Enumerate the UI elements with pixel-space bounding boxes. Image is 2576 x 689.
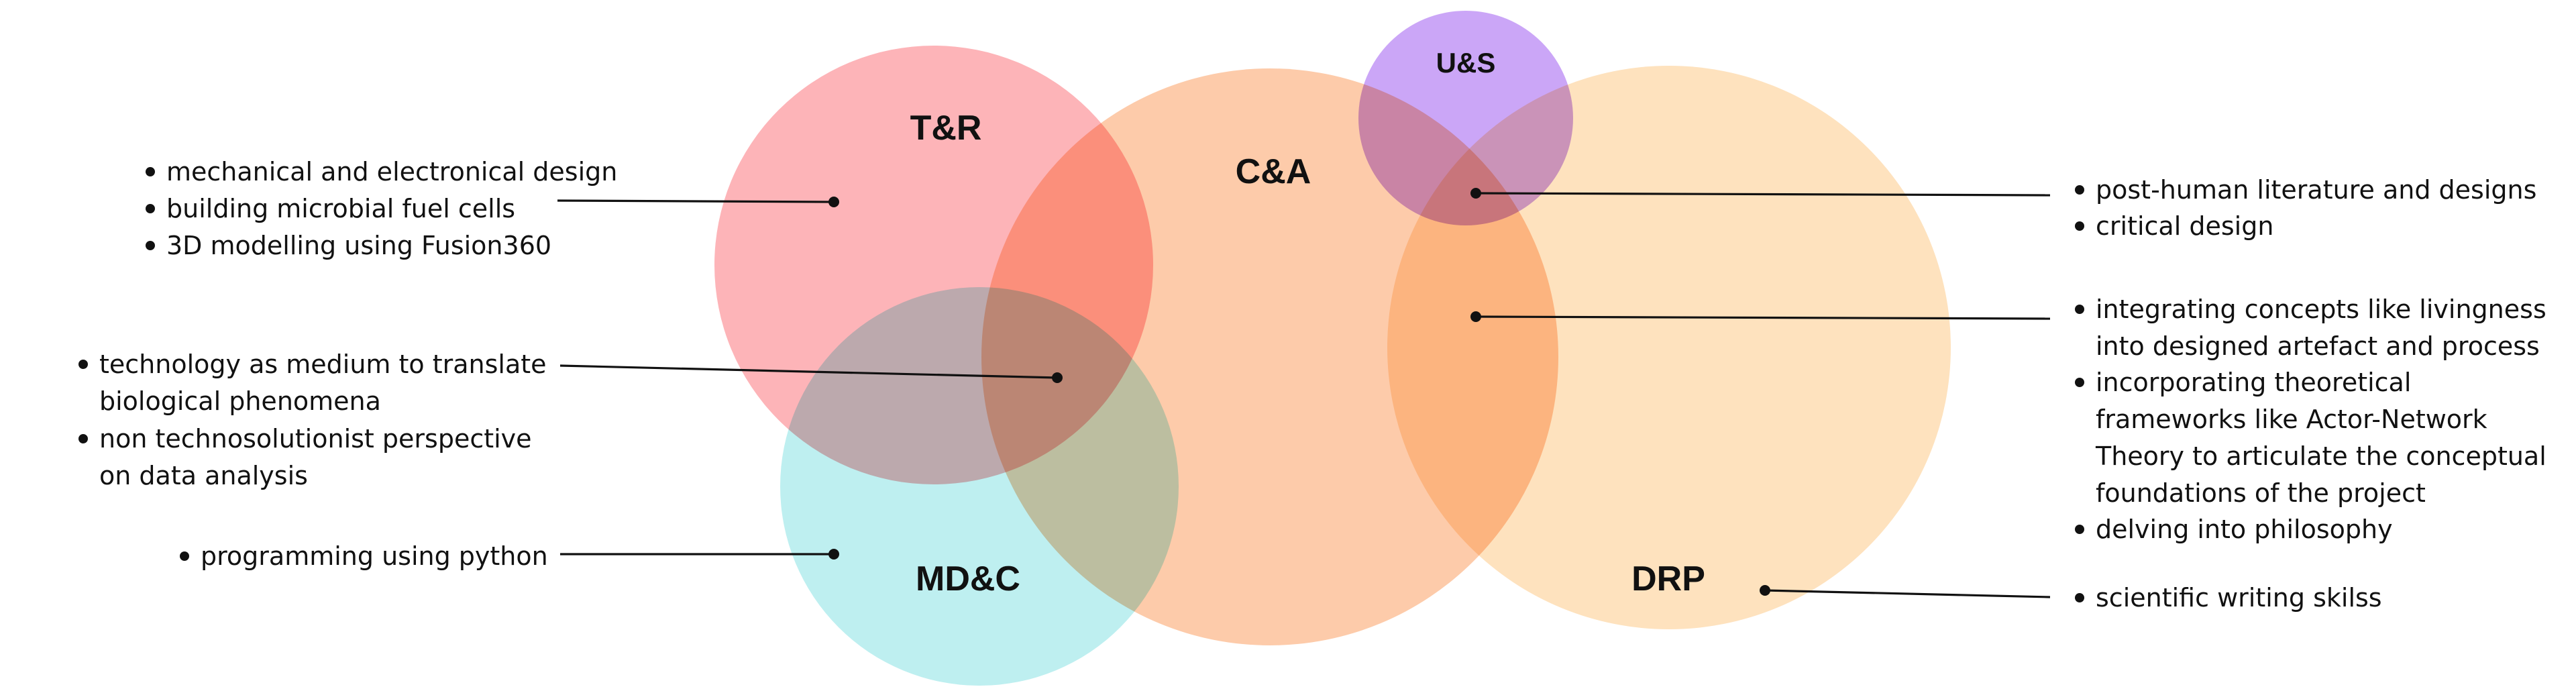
bullet-icon [78, 360, 88, 369]
connector-drp [1475, 315, 2051, 320]
left-group-tr: mechanical and electronical design build… [146, 157, 839, 260]
connector-dot [1052, 372, 1063, 383]
connector-dot [1760, 585, 1770, 596]
left-tech-item-1-line-2: biological phenomena [99, 386, 381, 416]
right-us-item-2: critical design [2096, 211, 2273, 241]
left-tr-item-3: 3D modelling using Fusion360 [166, 231, 551, 260]
right-group-drp: integrating concepts like livingness int… [1470, 295, 2546, 544]
bullet-icon [2075, 378, 2084, 387]
circle-drp [1387, 66, 1951, 629]
left-tr-item-2: building microbial fuel cells [166, 194, 515, 223]
connector-dot [828, 197, 839, 207]
left-tr-item-1: mechanical and electronical design [166, 157, 617, 187]
label-drp: DRP [1631, 560, 1705, 598]
connector-us [1475, 192, 2051, 197]
right-group-drp-bottom: scientific writing skilss [1760, 583, 2382, 613]
left-tech-item-2-line-1: non technosolutionist perspective [99, 424, 532, 454]
bullet-icon [180, 551, 189, 561]
bullet-icon [2075, 525, 2084, 534]
label-ca: C&A [1236, 152, 1311, 191]
connector-dot [828, 549, 839, 560]
bullet-icon [2075, 221, 2084, 231]
connector-tr [557, 199, 835, 203]
label-mdc: MD&C [916, 560, 1020, 598]
right-drp-item-2-line-1: incorporating theoretical [2096, 368, 2411, 397]
right-group-us: post-human literature and designs critic… [1470, 175, 2536, 241]
bullet-icon [2075, 305, 2084, 314]
right-drp-item-2-line-2: frameworks like Actor-Network [2096, 405, 2487, 434]
right-drp-item-2-line-3: Theory to articulate the conceptual [2095, 441, 2546, 471]
bullet-icon [146, 204, 155, 213]
left-group-tech: technology as medium to translate biolog… [78, 350, 1063, 490]
bullet-icon [146, 241, 155, 250]
left-mdc-item-1: programming using python [201, 541, 548, 571]
left-group-mdc: programming using python [180, 541, 839, 571]
connector-tech [559, 364, 1058, 379]
right-drp-bottom-item-1: scientific writing skilss [2096, 583, 2382, 613]
right-us-item-1: post-human literature and designs [2096, 175, 2536, 205]
left-tech-item-2-line-2: on data analysis [99, 461, 308, 490]
bullet-icon [2075, 185, 2084, 195]
right-drp-item-3: delving into philosophy [2096, 515, 2393, 544]
right-drp-item-2-line-4: foundations of the project [2096, 478, 2426, 508]
right-drp-item-1-line-1: integrating concepts like livingness [2096, 295, 2546, 324]
left-tech-item-1-line-1: technology as medium to translate [99, 350, 547, 379]
connector-drp-bottom [1764, 589, 2051, 598]
circle-mdc [780, 287, 1179, 686]
connector-dot [1470, 188, 1481, 199]
label-us: U&S [1436, 47, 1496, 78]
right-drp-item-1-line-2: into designed artefact and process [2096, 331, 2540, 361]
bullet-icon [78, 434, 88, 443]
circle-us [1358, 11, 1573, 225]
bullet-icon [2075, 593, 2084, 602]
label-tr: T&R [910, 109, 982, 148]
connector-dot [1470, 311, 1481, 322]
bullet-icon [146, 167, 155, 176]
circles-layer [714, 11, 1951, 686]
